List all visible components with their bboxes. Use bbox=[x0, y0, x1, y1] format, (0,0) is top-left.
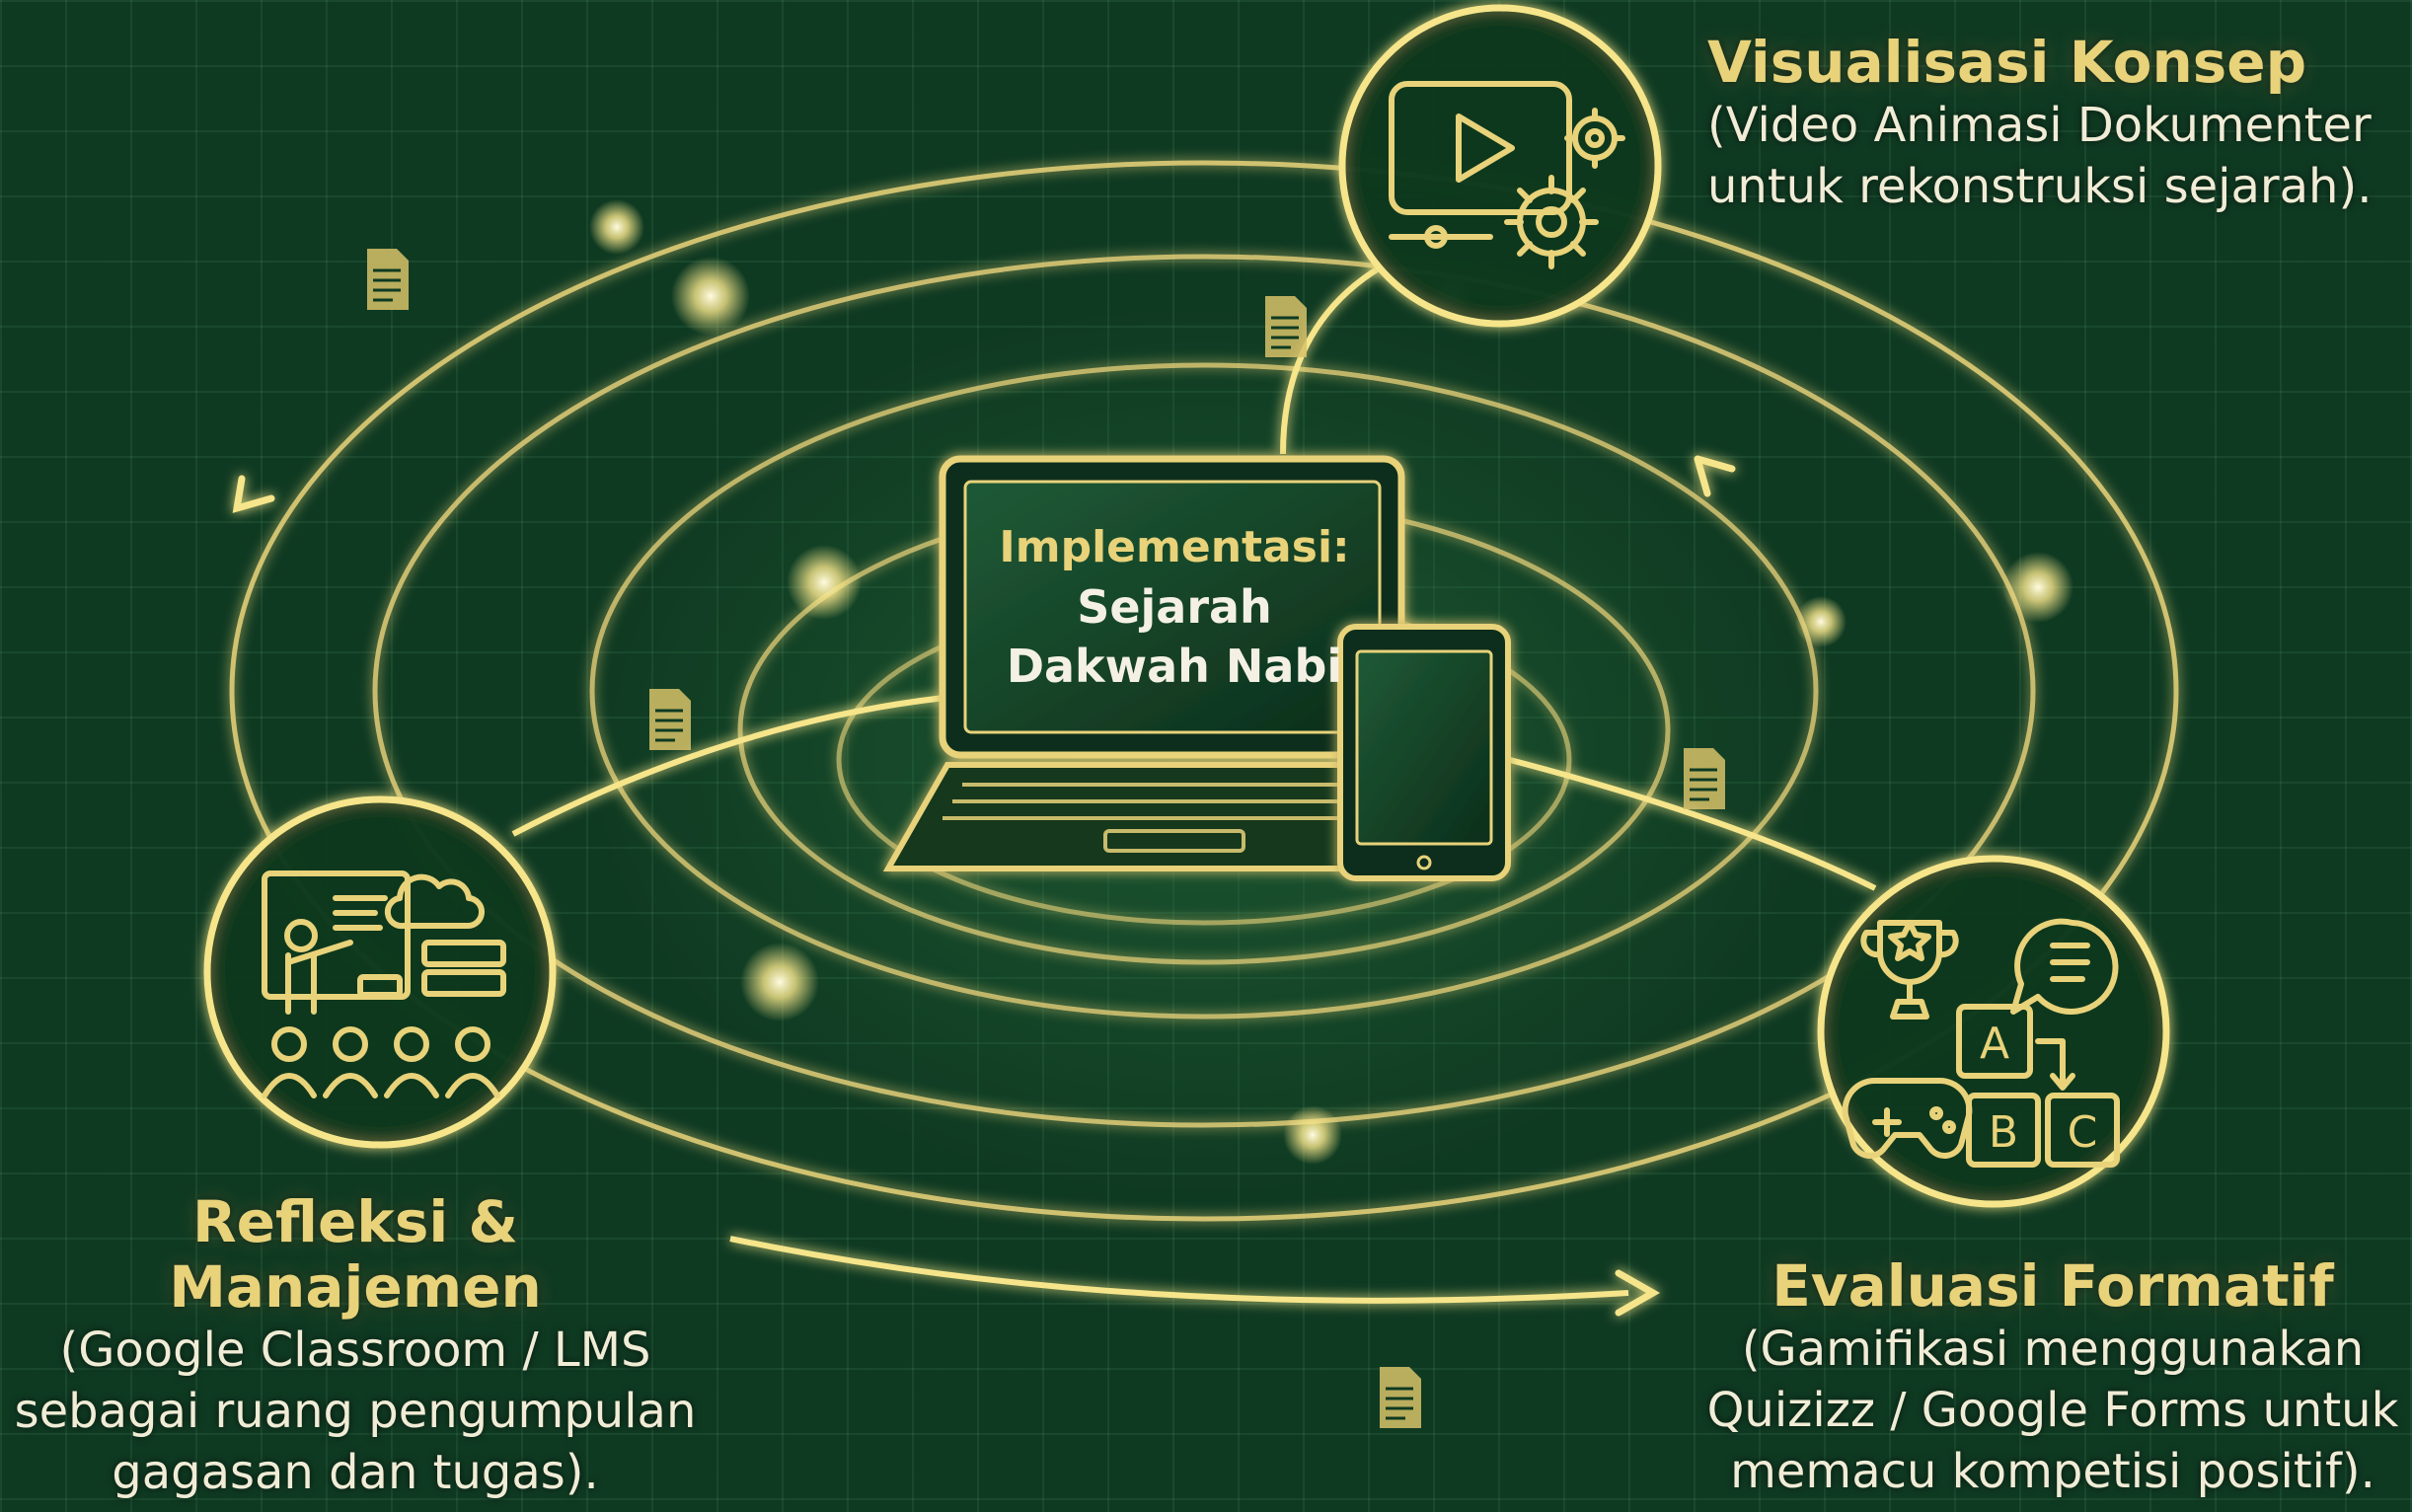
evaluasi-desc-1: (Gamifikasi menggunakan bbox=[1741, 1322, 2365, 1377]
label-refleksi: Refleksi & Manajemen (Google Classroom /… bbox=[10, 1189, 701, 1503]
node-evaluasi bbox=[1817, 855, 2170, 1208]
classroom-cloud-icon bbox=[262, 870, 506, 1098]
gamification-quiz-icon bbox=[1842, 918, 2120, 1168]
refleksi-desc-3: gagasan dan tugas). bbox=[112, 1445, 599, 1500]
evaluasi-title: Evaluasi Formatif bbox=[1771, 1252, 2334, 1320]
evaluasi-desc-2: Quizizz / Google Forms untuk bbox=[1706, 1383, 2399, 1438]
visualisasi-title: Visualisasi Konsep bbox=[1707, 29, 2307, 96]
center-label: Implementasi: Sejarah Dakwah Nabi bbox=[987, 518, 1362, 696]
video-gear-icon bbox=[1389, 81, 1625, 269]
node-refleksi bbox=[203, 795, 557, 1149]
refleksi-desc-1: (Google Classroom / LMS bbox=[59, 1323, 651, 1378]
center-line-1: Sejarah bbox=[1077, 580, 1272, 634]
refleksi-title: Refleksi & Manajemen bbox=[169, 1188, 542, 1321]
flow-arcs bbox=[511, 264, 1877, 1304]
visualisasi-desc-1: (Video Animasi Dokumenter bbox=[1707, 98, 2372, 153]
label-evaluasi: Evaluasi Formatif (Gamifikasi menggunaka… bbox=[1697, 1253, 2408, 1502]
visualisasi-desc-2: untuk rekonstruksi sejarah). bbox=[1707, 159, 2373, 214]
sparkles bbox=[589, 199, 2073, 1165]
center-title: Implementasi: bbox=[999, 522, 1350, 572]
refleksi-desc-2: sebagai ruang pengumpulan bbox=[14, 1384, 697, 1439]
orbit-rings bbox=[229, 160, 2179, 1222]
tablet-icon bbox=[1337, 624, 1511, 881]
evaluasi-desc-3: memacu kompetisi positif). bbox=[1730, 1444, 2375, 1499]
label-visualisasi: Visualisasi Konsep (Video Animasi Dokume… bbox=[1707, 30, 2398, 217]
node-visualisasi bbox=[1338, 4, 1662, 328]
document-icons bbox=[367, 249, 1725, 1428]
arrowheads bbox=[232, 455, 1736, 1317]
center-line-2: Dakwah Nabi bbox=[1006, 640, 1343, 693]
laptop-icon bbox=[882, 455, 1467, 871]
